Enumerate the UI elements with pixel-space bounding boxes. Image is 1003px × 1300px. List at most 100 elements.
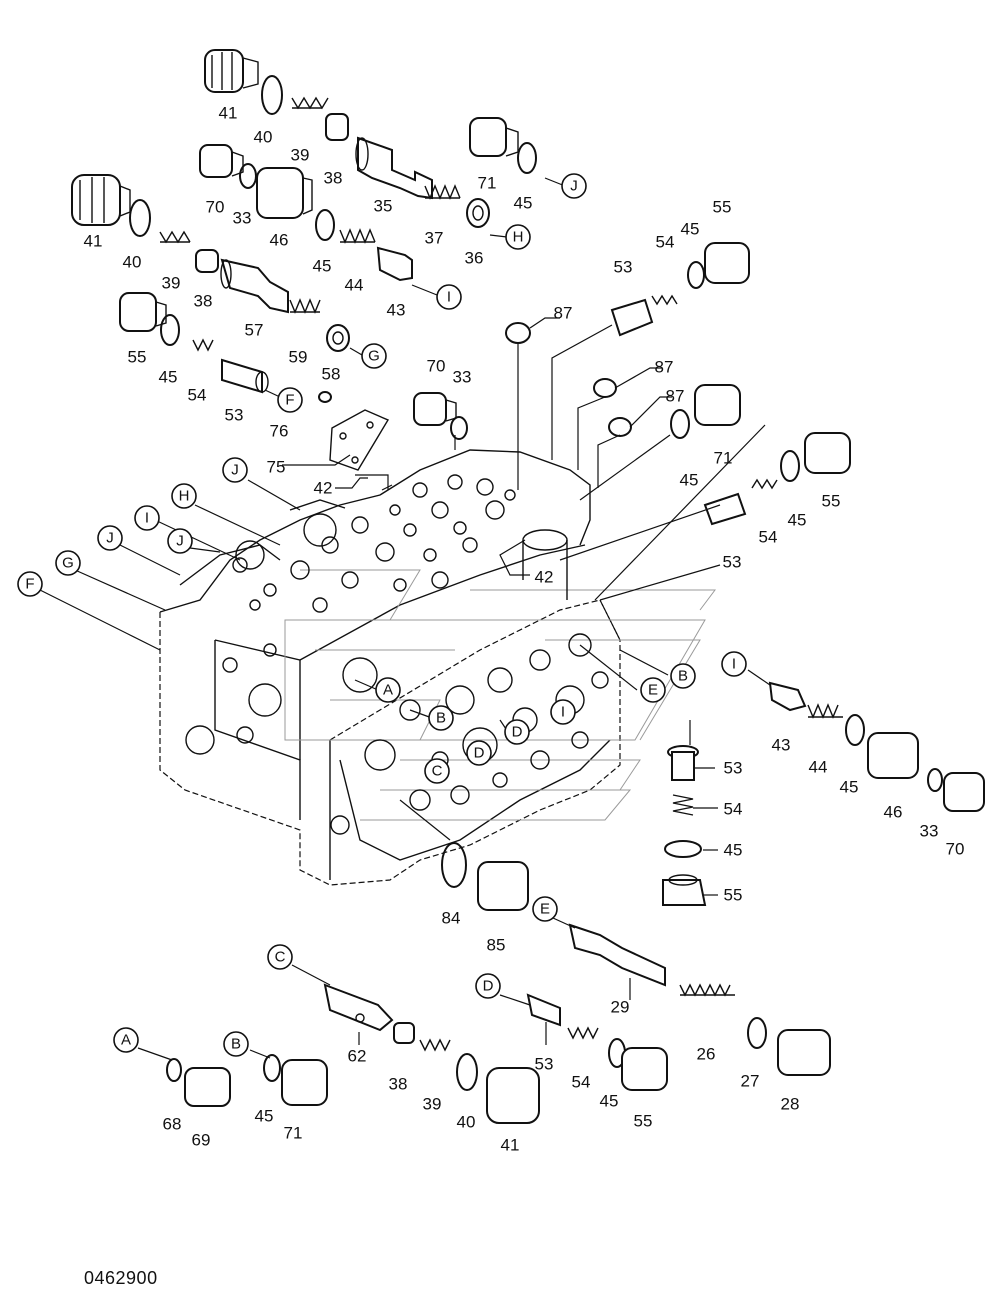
label-54: 54 xyxy=(188,386,207,405)
bubble-J: J xyxy=(561,173,587,199)
label-45: 45 xyxy=(159,368,178,387)
part-85-plug xyxy=(477,861,529,911)
part-39-spring-bottom xyxy=(419,1038,451,1052)
part-54-spring-bottom xyxy=(567,1026,599,1040)
bubble-J: J xyxy=(222,457,248,483)
label-85: 85 xyxy=(487,936,506,955)
label-43: 43 xyxy=(387,301,406,320)
svg-text:G: G xyxy=(368,348,380,365)
part-70-plug-b xyxy=(943,772,985,812)
label-55: 55 xyxy=(713,198,732,217)
part-87-plug-a xyxy=(505,322,531,344)
label-40: 40 xyxy=(123,253,142,272)
part-33-oring-mid xyxy=(450,416,468,440)
label-87: 87 xyxy=(655,358,674,377)
part-26-spring xyxy=(679,983,735,997)
part-53-poppet-r2 xyxy=(703,492,747,526)
bubble-F: F xyxy=(17,571,43,597)
label-68: 68 xyxy=(163,1115,182,1134)
label-71: 71 xyxy=(714,449,733,468)
part-53-poppet-top xyxy=(610,298,654,337)
part-39-spring-top xyxy=(291,96,329,110)
bubble-E: E xyxy=(532,896,558,922)
label-53: 53 xyxy=(724,759,743,778)
label-54: 54 xyxy=(724,800,743,819)
part-45-oring-r2 xyxy=(780,450,800,482)
part-38-sleeve-top xyxy=(325,113,349,141)
connector-bubbles: J H I G F J H I J J G F A B C D D I E B … xyxy=(17,173,747,1057)
label-55: 55 xyxy=(634,1112,653,1131)
label-42: 42 xyxy=(314,479,333,498)
label-57: 57 xyxy=(245,321,264,340)
part-84-oring xyxy=(441,842,467,888)
label-45: 45 xyxy=(680,471,699,490)
part-44-spring-b xyxy=(807,703,843,719)
part-87-plug-b xyxy=(593,378,617,398)
part-55-plug-r2 xyxy=(804,432,851,474)
label-62: 62 xyxy=(348,1047,367,1066)
label-71: 71 xyxy=(284,1124,303,1143)
label-39: 39 xyxy=(162,274,181,293)
part-69-plug xyxy=(184,1067,231,1107)
label-27: 27 xyxy=(741,1072,760,1091)
part-45-oring-v xyxy=(664,840,702,858)
label-54: 54 xyxy=(759,528,778,547)
svg-text:I: I xyxy=(561,704,565,721)
label-45: 45 xyxy=(724,841,743,860)
part-53-poppet-bottom xyxy=(526,993,561,1027)
svg-text:F: F xyxy=(285,392,294,409)
label-41: 41 xyxy=(501,1136,520,1155)
svg-text:H: H xyxy=(513,229,524,246)
label-46: 46 xyxy=(884,803,903,822)
label-28: 28 xyxy=(781,1095,800,1114)
label-37: 37 xyxy=(425,229,444,248)
label-71: 71 xyxy=(478,174,497,193)
label-38: 38 xyxy=(194,292,213,311)
svg-text:J: J xyxy=(570,178,578,195)
label-76: 76 xyxy=(270,422,289,441)
label-36: 36 xyxy=(465,249,484,268)
part-41-plug-top xyxy=(204,49,259,93)
bubble-D: D xyxy=(475,973,501,999)
label-41: 41 xyxy=(84,232,103,251)
label-40: 40 xyxy=(457,1113,476,1132)
part-27-oring xyxy=(747,1017,767,1049)
label-54: 54 xyxy=(572,1073,591,1092)
part-43-piston-a xyxy=(376,246,413,282)
svg-text:J: J xyxy=(176,533,184,550)
bubble-B: B xyxy=(670,663,696,689)
bubble-G: G xyxy=(55,550,81,576)
svg-text:J: J xyxy=(106,530,114,547)
bubble-G: G xyxy=(361,343,387,369)
part-40-oring-top xyxy=(261,75,283,115)
part-58-seat xyxy=(326,324,350,352)
label-84: 84 xyxy=(442,909,461,928)
label-38: 38 xyxy=(389,1075,408,1094)
part-46-plug-a xyxy=(256,167,313,219)
label-43: 43 xyxy=(772,736,791,755)
bubble-I: I xyxy=(134,505,160,531)
svg-text:I: I xyxy=(732,656,736,673)
part-87-plug-c xyxy=(608,417,632,437)
part-68-oring xyxy=(166,1058,182,1082)
label-45: 45 xyxy=(788,511,807,530)
part-37-spring-right xyxy=(424,184,461,200)
part-45-oring-r1 xyxy=(670,409,690,439)
label-45: 45 xyxy=(313,257,332,276)
label-40: 40 xyxy=(254,128,273,147)
label-45: 45 xyxy=(600,1092,619,1111)
svg-text:E: E xyxy=(540,901,550,918)
bubble-D: D xyxy=(466,740,492,766)
bubble-J: J xyxy=(167,528,193,554)
bubble-D: D xyxy=(504,719,530,745)
svg-text:F: F xyxy=(25,576,34,593)
label-35: 35 xyxy=(374,197,393,216)
label-75: 75 xyxy=(267,458,286,477)
svg-text:D: D xyxy=(483,978,494,995)
bubble-I: I xyxy=(721,651,747,677)
bubble-I: I xyxy=(550,699,576,725)
svg-text:A: A xyxy=(383,682,393,699)
svg-text:A: A xyxy=(121,1032,131,1049)
label-39: 39 xyxy=(423,1095,442,1114)
